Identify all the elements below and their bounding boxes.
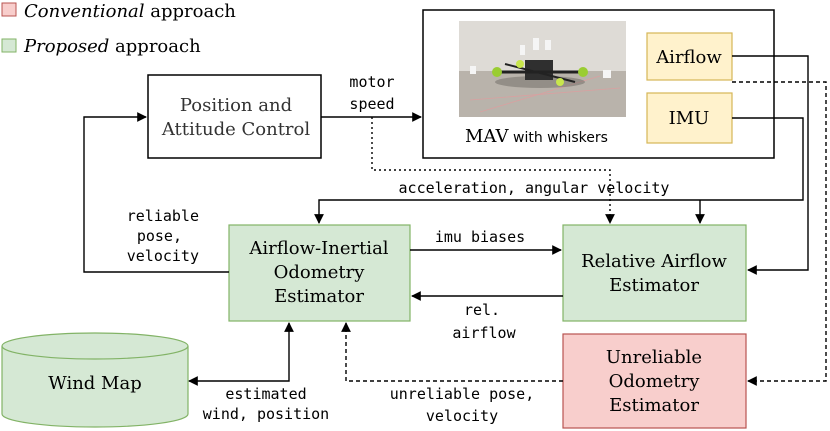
- reliable-pose-label-line3: velocity: [127, 247, 199, 265]
- mav-label: MAV with whiskers: [465, 126, 608, 147]
- estimated-wind-label-line2: wind, position: [203, 405, 329, 423]
- accel-ang-vel-label: acceleration, angular velocity: [399, 179, 670, 197]
- motor-speed-label-line2: speed: [349, 95, 394, 113]
- unreliable-odometry-estimator-block: Unreliable Odometry Estimator: [562, 333, 747, 429]
- imu-block: IMU: [646, 92, 733, 144]
- imu-label: IMU: [669, 108, 710, 129]
- legend-conventional-swatch: [1, 2, 17, 17]
- aio-estimator-line2: Odometry: [274, 262, 366, 283]
- rel-airflow-label-line1: rel.: [464, 301, 500, 319]
- unreliable-odometry-line2: Odometry: [609, 371, 701, 392]
- aio-estimator-line1: Airflow-Inertial: [248, 238, 388, 259]
- unreliable-odometry-line3: Estimator: [609, 395, 699, 416]
- rel-airflow-label-line2: airflow: [452, 324, 516, 342]
- unreliable-pose-label-line2: velocity: [426, 407, 498, 425]
- position-control-line1: Position and: [180, 95, 292, 116]
- relative-airflow-line1: Relative Airflow: [581, 251, 727, 272]
- legend-conventional-label: Conventional approach: [24, 1, 236, 22]
- motor-speed-label-line1: motor: [349, 73, 394, 91]
- edges: [83, 55, 827, 386]
- legend: Conventional approach Proposed approach: [1, 1, 236, 57]
- edge-estimated-wind: [188, 322, 294, 386]
- imu-biases-label: imu biases: [435, 228, 525, 246]
- position-control-line2: Attitude Control: [161, 119, 311, 140]
- legend-proposed-swatch: [1, 38, 17, 53]
- edge-airflow-to-relative-airflow: [732, 55, 809, 275]
- estimated-wind-label-line1: estimated: [225, 385, 306, 403]
- unreliable-pose-label-line1: unreliable pose,: [390, 385, 535, 403]
- legend-proposed-label: Proposed approach: [23, 36, 201, 57]
- reliable-pose-label-line1: reliable: [127, 207, 199, 225]
- edge-imu-out: [314, 117, 804, 224]
- airflow-sensor-block: Airflow: [646, 32, 733, 81]
- edge-motor-speed-dotted: [371, 117, 615, 224]
- position-attitude-control-block: Position and Attitude Control: [147, 74, 322, 159]
- mav-photo: [459, 21, 626, 117]
- edge-reliable-pose: [83, 112, 229, 273]
- wind-map-label: Wind Map: [48, 373, 141, 394]
- edge-unreliable-pose-dashed: [341, 322, 563, 382]
- airflow-sensor-label: Airflow: [655, 47, 722, 68]
- unreliable-odometry-line1: Unreliable: [606, 347, 702, 368]
- reliable-pose-label-line2: pose,: [137, 227, 182, 245]
- aio-estimator-block: Airflow-Inertial Odometry Estimator: [228, 224, 411, 322]
- relative-airflow-line2: Estimator: [609, 275, 699, 296]
- relative-airflow-estimator-block: Relative Airflow Estimator: [562, 224, 747, 322]
- wind-map-database: Wind Map: [1, 332, 189, 428]
- aio-estimator-line3: Estimator: [274, 286, 364, 307]
- edge-labels: motor speed acceleration, angular veloci…: [127, 73, 670, 425]
